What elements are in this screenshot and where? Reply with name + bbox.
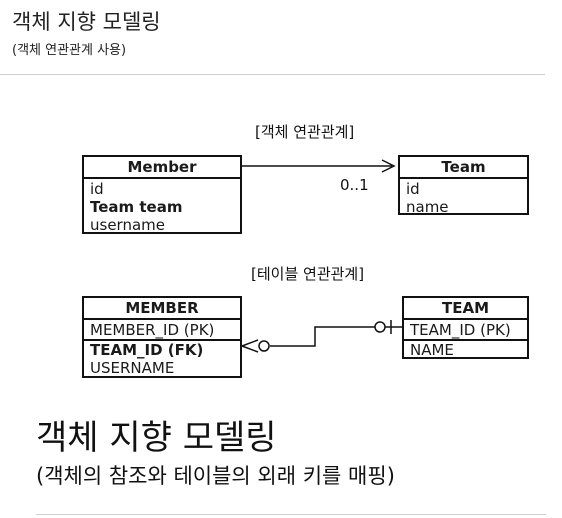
relationship-line: [270, 326, 402, 347]
bottom-divider: [36, 514, 546, 515]
team-class-name: Team: [400, 157, 527, 179]
section-title: 객체 지향 모델링: [36, 418, 277, 458]
top-divider: [0, 74, 545, 75]
team-table-box: TEAM TEAM_ID (PK) NAME: [402, 296, 529, 359]
team-attr-id: id: [406, 180, 420, 198]
page-subtitle: (객체 연관관계 사용): [12, 43, 127, 58]
optional-circle-icon: [258, 340, 270, 352]
member-attr-username: username: [90, 216, 165, 234]
member-username-column: USERNAME: [90, 359, 175, 377]
page-title: 객체 지향 모델링: [12, 10, 161, 34]
member-class-box: Member id Team team username: [82, 155, 242, 234]
section-subtitle: (객체의 참조와 테이블의 외래 키를 매핑): [36, 464, 395, 488]
table-diagram-caption: [테이블 연관관계]: [251, 265, 365, 283]
object-diagram-caption: [객체 연관관계]: [255, 123, 355, 141]
member-fk-column: TEAM_ID (FK): [90, 341, 204, 359]
arrowhead-icon: [381, 159, 396, 173]
team-attr-name: name: [406, 198, 449, 216]
member-class-name: Member: [84, 157, 240, 179]
team-table-name: TEAM: [404, 298, 527, 320]
member-pk-column: MEMBER_ID (PK): [84, 321, 240, 341]
crowsfoot-icon: [241, 339, 259, 347]
member-table-name: MEMBER: [84, 298, 240, 320]
team-name-column: NAME: [410, 341, 454, 359]
member-attr-team: Team team: [90, 198, 183, 216]
team-class-box: Team id name: [398, 155, 529, 216]
member-attr-id: id: [90, 180, 104, 198]
optional-circle-icon: [374, 321, 386, 333]
member-table-box: MEMBER MEMBER_ID (PK) TEAM_ID (FK) USERN…: [82, 296, 242, 378]
team-pk-column: TEAM_ID (PK): [404, 321, 527, 341]
multiplicity-label: 0..1: [340, 176, 369, 194]
